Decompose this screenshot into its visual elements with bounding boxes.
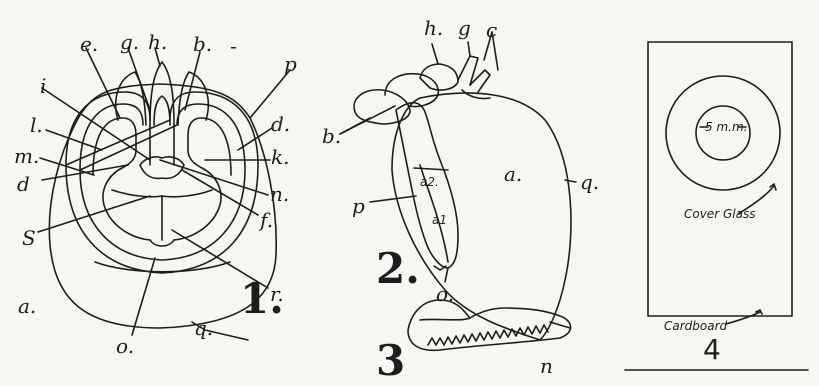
fig2-label-b: b.	[322, 126, 341, 146]
fig4-label-cover-glass: Cover Glass	[684, 208, 755, 220]
fig4-cardboard	[648, 42, 792, 316]
fig3-mandible	[408, 300, 571, 350]
fig3-number: 3	[376, 340, 405, 382]
fig1-label-e: e.	[80, 34, 98, 54]
fig2-label-a1: a1	[432, 214, 447, 226]
fig2-label-c: c	[486, 20, 497, 40]
fig1-label-dash: -	[230, 36, 237, 56]
fig4-label-dimension: 5 m.m.	[705, 121, 747, 133]
fig4-label-cardboard: Cardboard	[664, 320, 727, 332]
fig2-label-a: a.	[504, 164, 522, 184]
figure3-drawing	[408, 300, 571, 350]
fig1-label-b: b.	[193, 34, 212, 54]
fig1-label-d-right: d.	[271, 114, 290, 134]
fig1-label-f: f.	[260, 210, 273, 230]
fig2-label-o: o.	[436, 284, 454, 304]
fig3-label-n: n	[540, 356, 553, 376]
fig1-label-h: h.	[148, 32, 167, 52]
fig4-number: 4	[703, 336, 721, 364]
fig1-label-p: p	[284, 54, 297, 74]
fig1-label-i: i	[40, 76, 46, 96]
fig1-label-k: k.	[271, 147, 289, 167]
fig2-label-q: q.	[580, 172, 599, 192]
fig1-label-m: m.	[14, 146, 39, 166]
fig2-number: 2.	[376, 248, 420, 290]
fig1-label-s: S	[22, 228, 36, 248]
fig1-label-o: o.	[116, 336, 134, 356]
figure2-drawing	[340, 32, 576, 340]
fig1-number: 1.	[240, 278, 284, 320]
fig1-label-n: n.	[270, 184, 289, 204]
fig1-label-a: a.	[18, 296, 36, 316]
fig1-label-l: l.	[30, 115, 43, 135]
fig1-label-d-left: d	[17, 174, 30, 194]
fig2-label-a2: a2.	[420, 176, 439, 188]
fig1-label-g: g.	[120, 32, 139, 52]
fig2-label-h: h.	[424, 18, 443, 38]
fig1-label-q: q.	[194, 318, 213, 338]
fig2-label-p: p	[352, 196, 365, 216]
fig2-label-g: g	[458, 18, 471, 38]
